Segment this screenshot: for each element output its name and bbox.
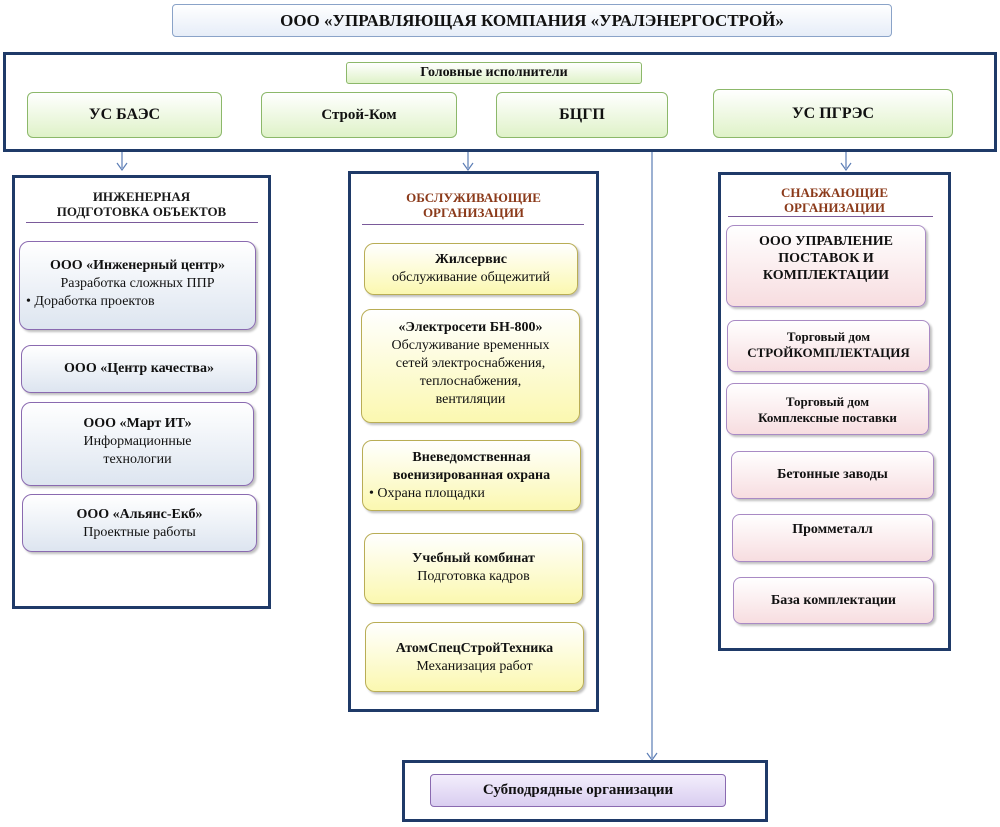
supply-item-prommetall: Промметалл — [732, 514, 933, 562]
contractor-us-baes: УС БАЭС — [27, 92, 222, 138]
contractor-us-pgres: УС ПГРЭС — [713, 89, 953, 138]
engineering-title: ИНЖЕНЕРНАЯ ПОДГОТОВКА ОБЪЕКТОВ — [56, 189, 227, 219]
engineering-item-mart: ООО «Март ИТ» Информационные технологии — [21, 402, 254, 486]
service-item-elektroseti: «Электросети БН-800» Обслуживание времен… — [361, 309, 580, 423]
service-item-atomspec: АтомСпецСтройТехника Механизация работ — [365, 622, 584, 692]
service-item-uchebny: Учебный комбинат Подготовка кадров — [364, 533, 583, 604]
supply-rule — [728, 216, 933, 217]
service-title: ОБСЛУЖИВАЮЩИЕ ОРГАНИЗАЦИИ — [406, 190, 541, 220]
engineering-rule — [26, 222, 258, 223]
subcontractors-label: Субподрядные организации — [430, 774, 726, 807]
engineering-item-kachestvo: ООО «Центр качества» — [21, 345, 257, 393]
supply-item-baza: База комплектации — [733, 577, 934, 624]
engineering-item-alyans: ООО «Альянс-Екб» Проектные работы — [22, 494, 257, 552]
supply-item-kompleks: Торговый дом Комплексные поставки — [726, 383, 929, 435]
supply-item-beton: Бетонные заводы — [731, 451, 934, 499]
contractors-label: Головные исполнители — [346, 62, 642, 84]
contractor-stroi-kom: Строй-Ком — [261, 92, 457, 138]
arrow-right-head — [840, 162, 852, 172]
engineering-item-ingener: ООО «Инженерный центр» Разработка сложны… — [19, 241, 256, 330]
supply-item-upravlenie: ООО УПРАВЛЕНИЕ ПОСТАВОК И КОМПЛЕКТАЦИИ — [726, 225, 926, 307]
arrow-left-head — [116, 162, 128, 172]
arrow-mid-head — [462, 162, 474, 172]
service-item-zhilservis: Жилсервис обслуживание общежитий — [364, 243, 578, 295]
service-item-ohrana: Вневедомственная военизированная охрана … — [362, 440, 581, 511]
supply-title: СНАБЖАЮЩИЕ ОРГАНИЗАЦИИ — [780, 185, 889, 215]
contractor-bcgp: БЦГП — [496, 92, 668, 138]
company-title: ООО «УПРАВЛЯЮЩАЯ КОМПАНИЯ «УРАЛЭНЕРГОСТР… — [172, 4, 892, 37]
supply-item-stroikomplekt: Торговый дом СТРОЙКОМПЛЕКТАЦИЯ — [727, 320, 930, 372]
service-rule — [362, 224, 584, 225]
